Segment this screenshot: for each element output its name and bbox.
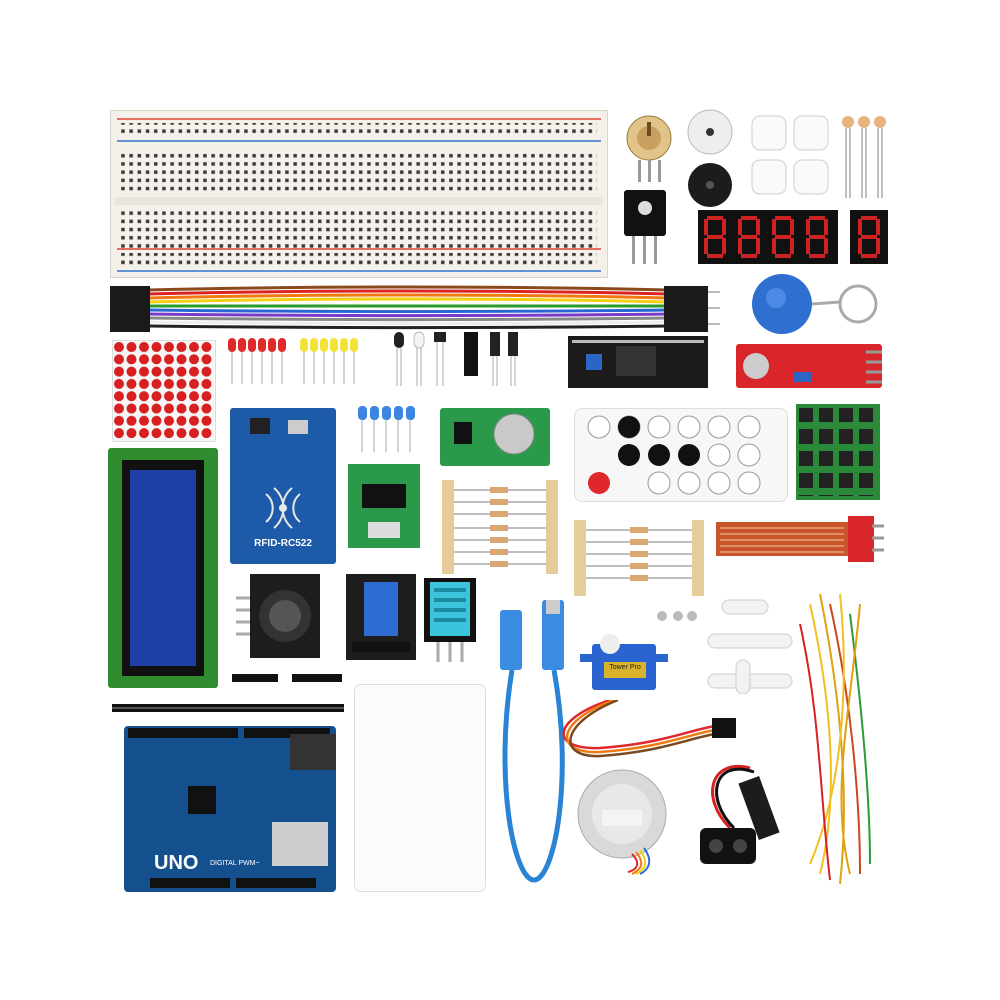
rfid-card — [354, 684, 486, 892]
servo-motor: Tower Pro — [580, 630, 668, 704]
ir-remote — [574, 408, 788, 502]
uno-label: UNO — [154, 852, 199, 874]
servo-horns — [652, 598, 796, 694]
pin-headers — [112, 660, 348, 720]
breadboard — [110, 110, 608, 278]
servo-label: Tower Pro — [609, 664, 641, 671]
sound-sensor — [736, 344, 882, 388]
dht11-sensor — [424, 578, 476, 664]
i2c-adapter — [568, 336, 708, 388]
photoresistors — [838, 114, 890, 200]
blue-leds — [354, 404, 420, 454]
arduino-uno: UNO DIGITAL PWM~ — [124, 726, 336, 892]
joystick-module — [236, 574, 334, 658]
potentiometer — [624, 112, 674, 184]
passive-buzzer — [686, 162, 734, 208]
servo-cable — [540, 700, 740, 760]
resistors-2 — [572, 518, 706, 598]
stepper-driver — [348, 464, 420, 548]
four-digit-display — [698, 210, 838, 264]
battery-clip — [690, 758, 788, 868]
rfid-reader: RFID-RC522 — [230, 408, 336, 564]
stepper-motor — [572, 764, 676, 876]
uno-subtitle: DIGITAL PWM~ — [210, 860, 260, 867]
red-leds — [226, 336, 288, 386]
rfid-reader-label: RFID-RC522 — [254, 538, 312, 549]
water-level-sensor — [716, 516, 884, 562]
push-buttons — [750, 114, 830, 198]
resistors-1 — [440, 478, 560, 578]
rtc-module — [440, 408, 550, 466]
led-matrix — [112, 340, 216, 442]
jumper-wires — [790, 574, 886, 892]
relay-module — [346, 574, 416, 660]
active-buzzer — [686, 108, 734, 156]
usb-cable — [494, 600, 584, 890]
small-parts — [390, 330, 550, 390]
single-digit-display — [850, 210, 888, 264]
rfid-keyfob — [740, 272, 880, 338]
lcd-display — [108, 448, 218, 688]
ribbon-cable — [108, 284, 720, 336]
yellow-leds — [298, 336, 360, 386]
keypad-4x4 — [796, 404, 880, 500]
ir-receiver-module — [624, 190, 666, 266]
